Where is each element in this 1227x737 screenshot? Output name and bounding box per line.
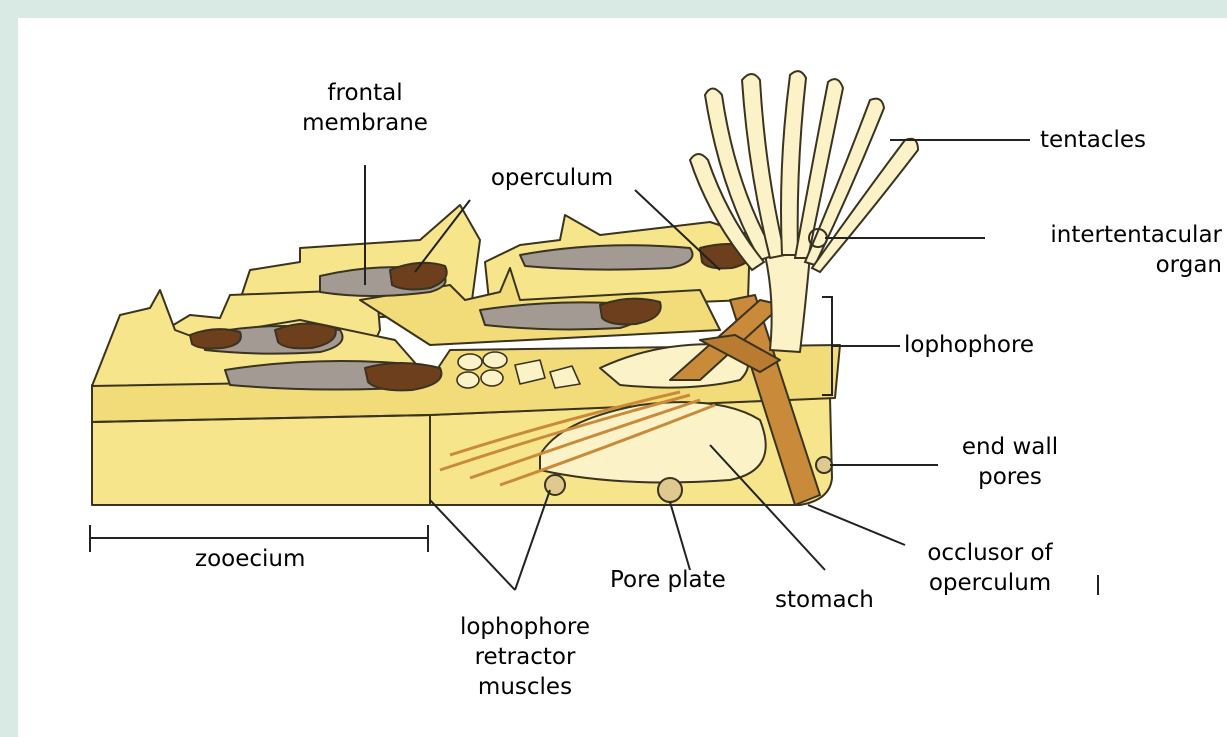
operculum-shape-2 <box>190 329 241 348</box>
label-pore-plate: Pore plate <box>610 565 726 595</box>
label-line: intertentacular <box>990 220 1222 250</box>
label-lophophore: lophophore <box>904 330 1034 360</box>
label-line: lophophore <box>904 330 1034 360</box>
label-line: pores <box>930 462 1090 492</box>
pore-plate-shape-2 <box>545 475 565 495</box>
label-stomach: stomach <box>775 585 874 615</box>
label-end-wall-pores: end wall pores <box>930 432 1090 492</box>
label-line: zooecium <box>195 544 305 574</box>
label-occlusor-of-operculum: occlusor of operculum <box>900 538 1080 598</box>
label-line: retractor <box>425 642 625 672</box>
label-line: tentacles <box>1040 125 1146 155</box>
label-line: end wall <box>930 432 1090 462</box>
label-line: Pore plate <box>610 565 726 595</box>
label-line: stomach <box>775 585 874 615</box>
label-operculum: operculum <box>462 163 642 193</box>
label-line: muscles <box>425 672 625 702</box>
label-line: operculum <box>900 568 1080 598</box>
label-line: lophophore <box>425 612 625 642</box>
end-wall-pore-shape <box>816 457 832 473</box>
label-line: membrane <box>270 108 460 138</box>
label-frontal-membrane: frontal membrane <box>270 78 460 138</box>
label-line: frontal <box>270 78 460 108</box>
label-lophophore-retractor-muscles: lophophore retractor muscles <box>425 612 625 702</box>
label-zooecium: zooecium <box>195 544 305 574</box>
label-line: organ <box>990 250 1222 280</box>
label-line: operculum <box>462 163 642 193</box>
label-line: occlusor of <box>900 538 1080 568</box>
label-tentacles: tentacles <box>1040 125 1146 155</box>
label-intertentacular-organ: intertentacular organ <box>990 220 1222 280</box>
operculum-shape-4 <box>365 363 441 390</box>
pore-plate-shape <box>658 478 682 502</box>
